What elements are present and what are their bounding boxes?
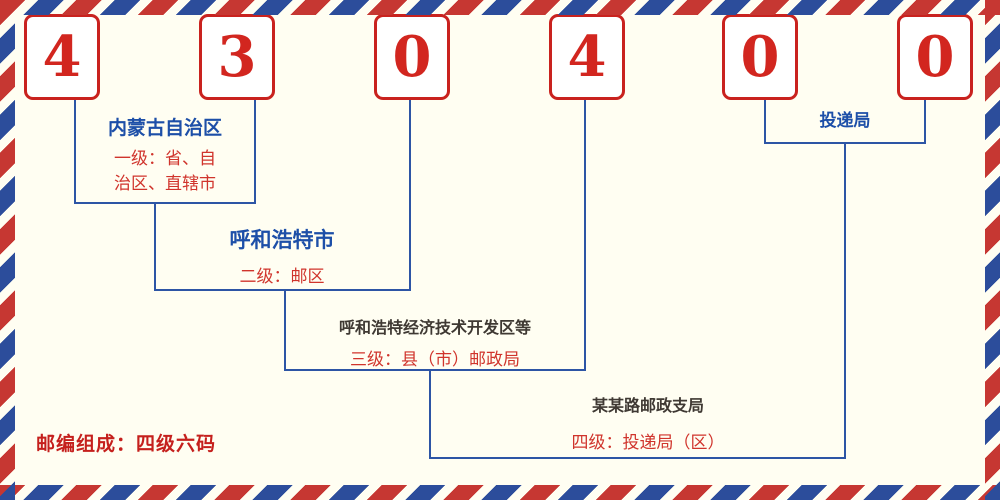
postal-digit-box-1: 4 (24, 14, 100, 100)
postal-digit: 4 (567, 24, 607, 90)
airmail-border-right (985, 0, 1000, 500)
airmail-border-top (0, 0, 1000, 15)
postal-digit-box-5: 0 (722, 14, 798, 100)
postal-digit: 4 (42, 24, 82, 90)
airmail-border-bottom (0, 485, 1000, 500)
level-2-label: 呼和浩特市 二级：邮区 (182, 224, 382, 287)
level-4-label: 某某路邮政支局 四级：投递局（区） (528, 392, 768, 453)
postal-digit-box-3: 0 (374, 14, 450, 100)
level-3-district-name: 呼和浩特经济技术开发区等 (338, 318, 531, 337)
postal-digit-box-6: 0 (897, 14, 973, 100)
level-2-description: 二级：邮区 (239, 267, 325, 287)
postal-code-composition-note: 邮编组成：四级六码 (36, 433, 217, 455)
airmail-border-left (0, 0, 15, 500)
level-3-description: 三级：县（市）邮政局 (350, 350, 520, 370)
level-4-branch-name: 某某路邮政支局 (591, 396, 704, 415)
level-1-description: 一级：省、自治区、直辖市 (114, 149, 216, 194)
level-4-description: 四级：投递局（区） (571, 433, 725, 453)
postal-digit: 3 (217, 24, 257, 90)
postal-digit: 0 (392, 24, 432, 90)
level-1-label: 内蒙古自治区 一级：省、自治区、直辖市 (85, 113, 245, 196)
postal-digit-box-4: 4 (549, 14, 625, 100)
level-2-city-name: 呼和浩特市 (229, 228, 335, 252)
delivery-office-label: 投递局 (819, 111, 871, 131)
postal-digit-box-2: 3 (199, 14, 275, 100)
postal-digit: 0 (915, 24, 955, 90)
level-1-region-name: 内蒙古自治区 (107, 117, 222, 139)
postal-digit: 0 (740, 24, 780, 90)
level-3-label: 呼和浩特经济技术开发区等 三级：县（市）邮政局 (315, 314, 555, 370)
